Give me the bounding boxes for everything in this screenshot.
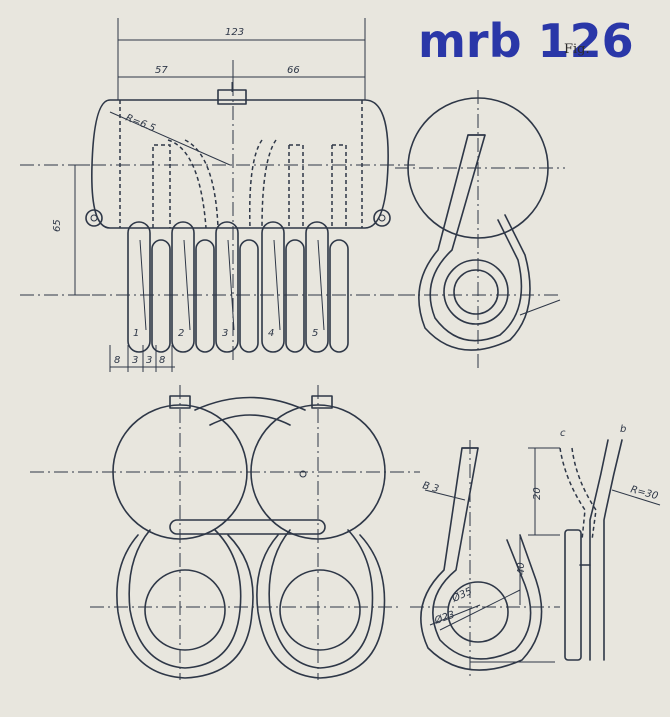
spring-number-4: 4 [268,328,274,339]
dim-spacing-b: 3 [132,355,138,366]
dim-wire-c: c [560,428,566,439]
dim-radius-right: R=30 [629,484,659,502]
dim-left-part: 57 [155,65,168,76]
figure-label: Fig. [564,42,590,57]
dim-spacing-a: 8 [114,355,120,366]
dim-spacing-d: 8 [159,355,165,366]
dim-wire-d: b [620,424,626,435]
spring-number-1: 1 [133,328,139,339]
dim-height-40: 40 [516,562,527,575]
top-left-side-view: 123 57 66 65 [20,18,415,372]
dim-overall-length: 123 [225,27,244,38]
dim-height: 65 [52,219,63,232]
spring-number-2: 2 [178,328,184,339]
bottom-right-spring-detail: B 3 Ø35 Ø23 20 40 c b R=30 [410,424,661,680]
spring-number-5: 5 [312,328,318,339]
spring-number-3: 3 [222,328,228,339]
dim-right-part: 66 [287,65,300,76]
spring-row [127,221,349,353]
dim-wire-b: B 3 [421,480,440,495]
dim-diameter-23: Ø23 [432,608,456,627]
dim-spacing-c: 3 [146,355,152,366]
dim-radius: R=6.5 [124,113,157,135]
top-right-end-view [395,90,565,370]
bottom-left-twin-view [30,385,420,680]
model-code-watermark: mrb 126 [418,14,634,68]
dim-height-20: 20 [532,487,543,500]
